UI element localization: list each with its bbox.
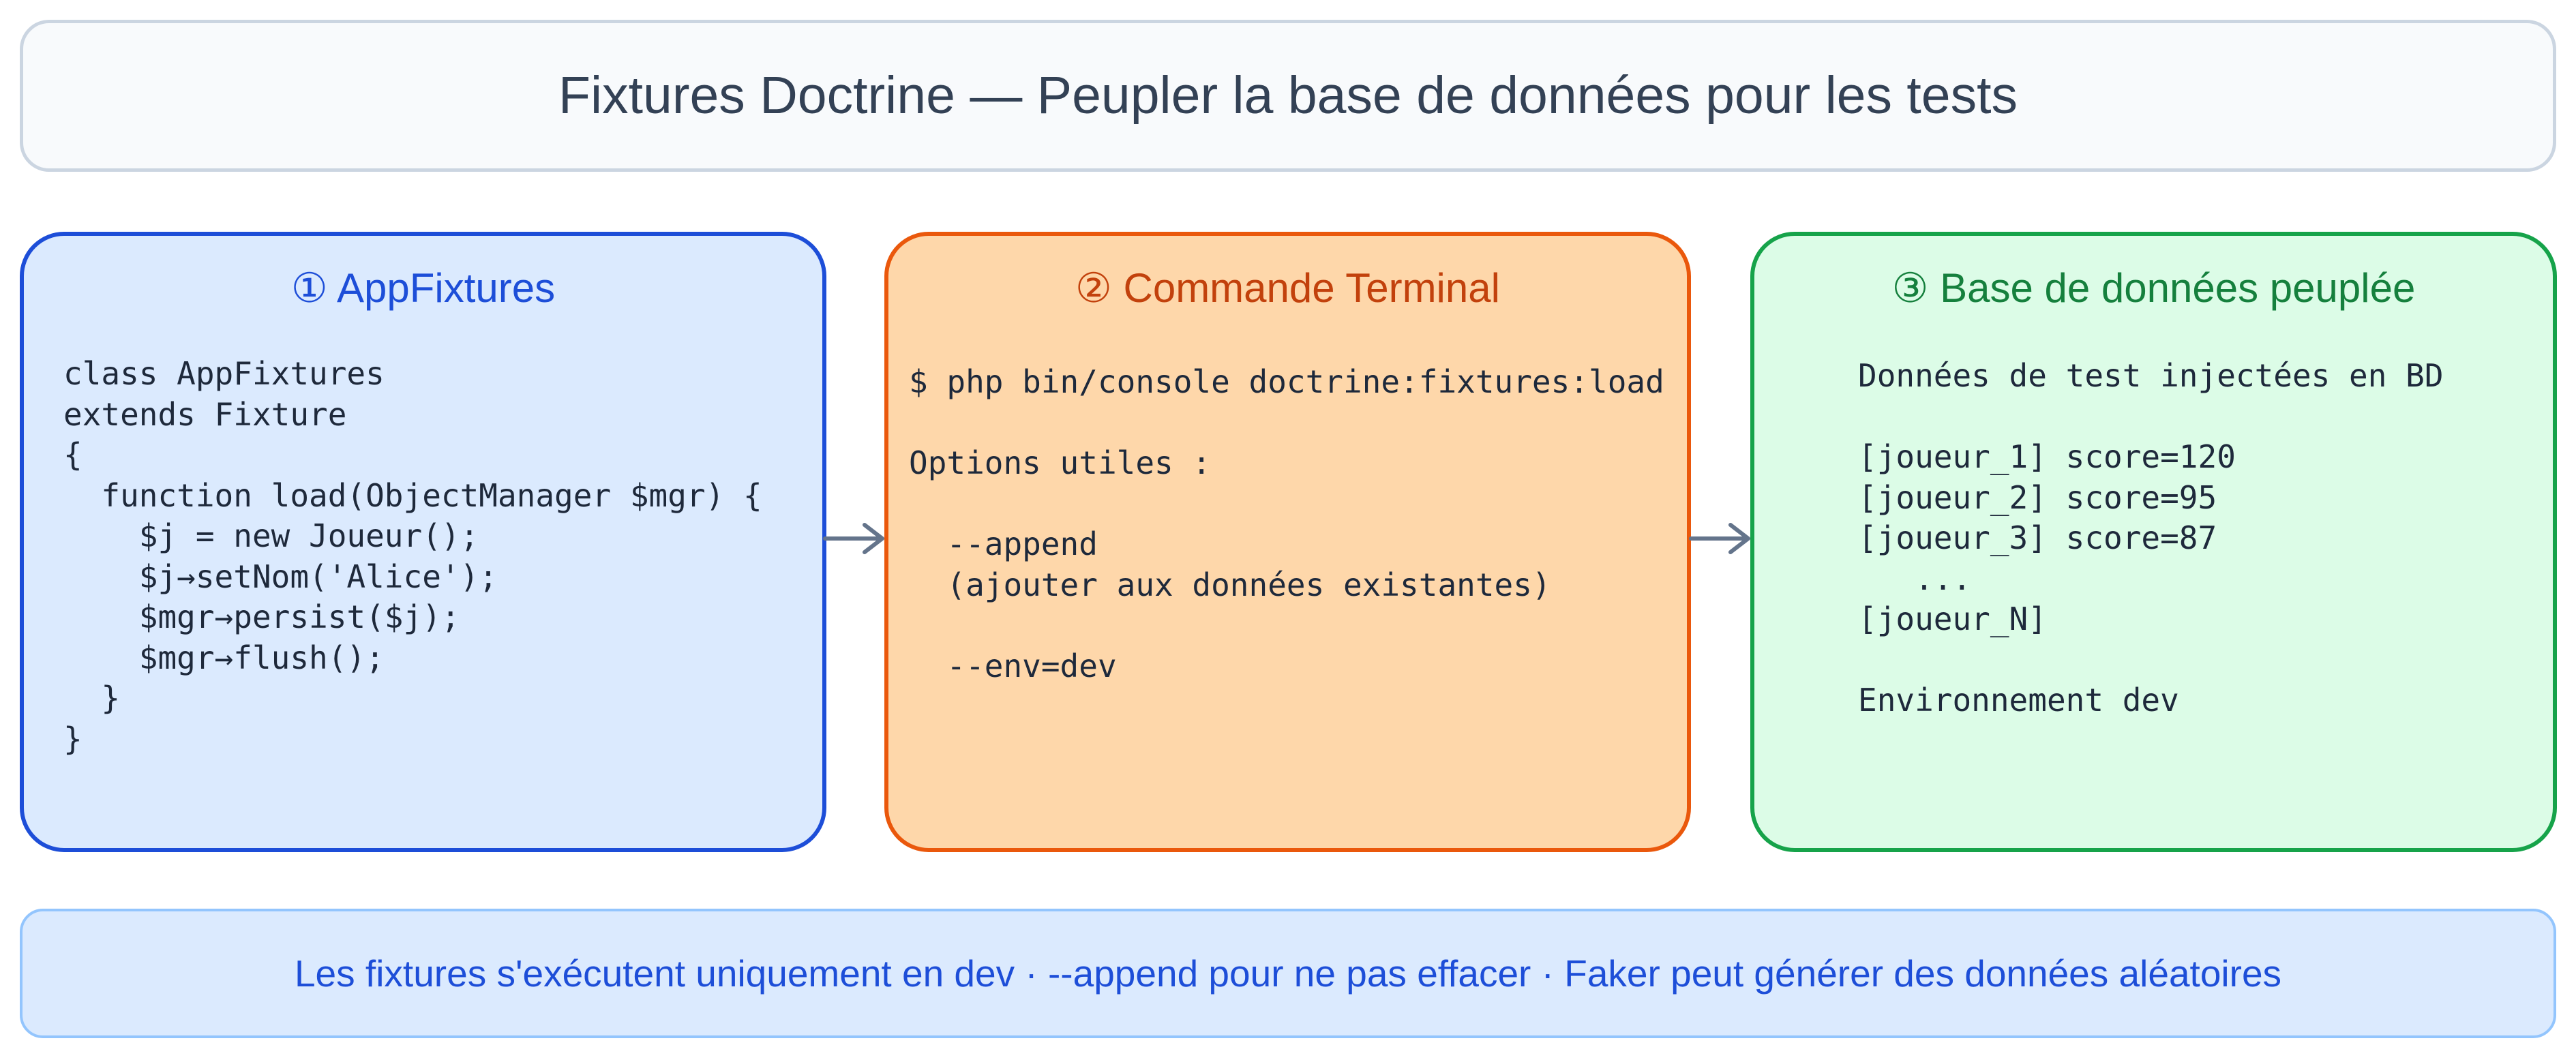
title-box: Fixtures Doctrine — Peupler la base de d… xyxy=(20,20,2556,172)
panel-title-base-de-donnees: ③ Base de données peuplée xyxy=(1891,265,2416,311)
panel-base-de-donnees: ③ Base de données peuplée Données de tes… xyxy=(1750,232,2557,852)
panel-title-commande-terminal: ② Commande Terminal xyxy=(1075,265,1500,311)
diagram-title: Fixtures Doctrine — Peupler la base de d… xyxy=(558,66,2018,125)
footer-note-box: Les fixtures s'exécutent uniquement en d… xyxy=(20,909,2556,1038)
arrow-right-icon xyxy=(823,523,884,554)
panel-appfixtures: ① AppFixtures class AppFixtures extends … xyxy=(20,232,826,852)
panel-title-appfixtures: ① AppFixtures xyxy=(290,265,556,311)
arrow-right-icon xyxy=(1689,523,1750,554)
database-content: Données de test injectées en BD [joueur_… xyxy=(1858,357,2444,718)
appfixtures-code: class AppFixtures extends Fixture { func… xyxy=(63,355,762,757)
terminal-code: $ php bin/console doctrine:fixtures:load… xyxy=(909,363,1664,684)
panel-commande-terminal: ② Commande Terminal $ php bin/console do… xyxy=(884,232,1691,852)
footer-note: Les fixtures s'exécutent uniquement en d… xyxy=(294,952,2282,995)
